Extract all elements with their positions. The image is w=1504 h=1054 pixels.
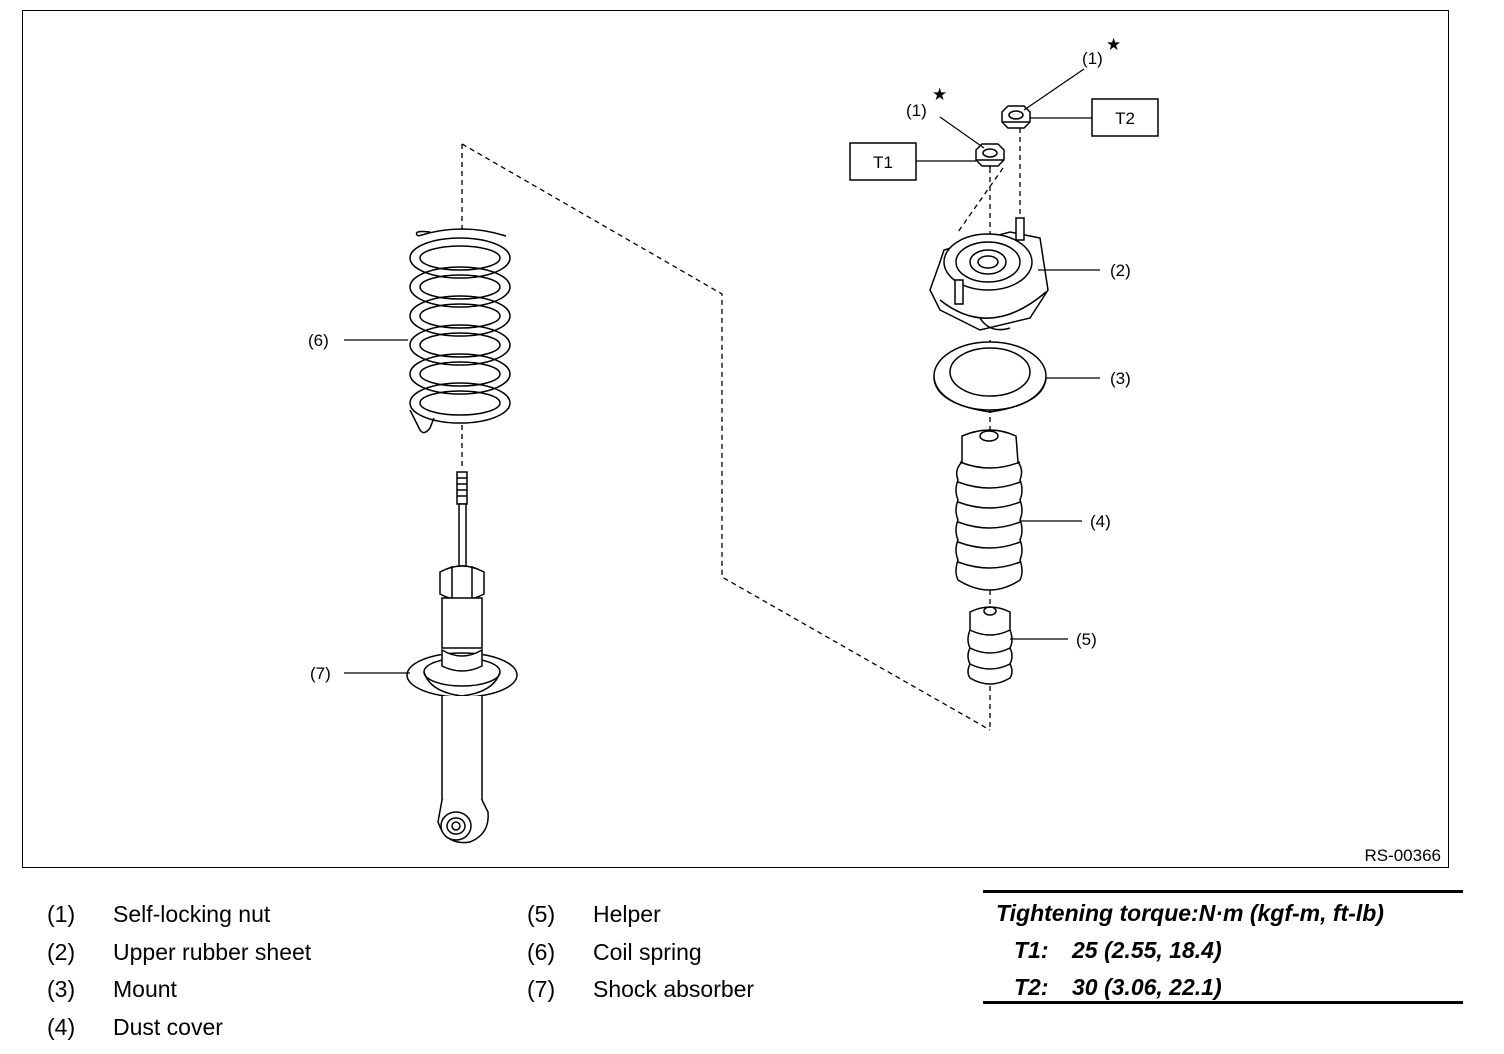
legend-number: (3) [47, 976, 76, 1002]
legend-number: (1) [47, 901, 76, 927]
helper [967, 606, 1013, 685]
callout-5: (5) [1076, 630, 1097, 649]
torque-row: T2: 30 (3.06, 22.1) [1014, 974, 1222, 1001]
legend-item: (6) Coil spring [527, 934, 754, 972]
legend-label: Dust cover [113, 1013, 223, 1040]
torque-table-title: Tightening torque:N·m (kgf-m, ft-lb) [996, 900, 1384, 926]
exploded-view-diagram: (1) (1) (2) (3) (4) (5) (6) (7) ★ ★ T1 T… [308, 35, 1441, 865]
callout-1-right: (1) [1082, 49, 1103, 68]
mount [933, 341, 1047, 413]
legend-item: (3) Mount [47, 971, 311, 1009]
legend-number: (5) [527, 901, 556, 927]
figure-reference-code: RS-00366 [1364, 846, 1441, 865]
torque-box-t1 [849, 142, 917, 181]
torque-row: T1: 25 (2.55, 18.4) [1014, 937, 1222, 964]
legend-item: (1) Self-locking nut [47, 896, 311, 934]
legend-item: (7) Shock absorber [527, 971, 754, 1009]
legend-right-column: (5) Helper (6) Coil spring (7) Shock abs… [527, 896, 754, 1009]
self-locking-nut-t1 [975, 143, 1005, 168]
legend-label: Self-locking nut [113, 901, 271, 927]
callout-4: (4) [1090, 512, 1111, 531]
star-icon-left: ★ [932, 85, 947, 104]
assembly-guide-lines [461, 128, 1021, 731]
diagram-frame [22, 10, 1449, 868]
legend-number: (6) [527, 938, 556, 965]
legend-label: Coil spring [593, 938, 702, 965]
callout-1-left: (1) [906, 101, 927, 120]
torque-label: T2: [1014, 974, 1049, 1000]
legend-label: Helper [593, 901, 661, 927]
torque-box-t1-label: T1 [873, 153, 893, 172]
callout-3: (3) [1110, 369, 1131, 388]
torque-box-t2-label: T2 [1115, 109, 1135, 128]
star-icon-right: ★ [1106, 35, 1121, 54]
legend-item: (2) Upper rubber sheet [47, 934, 311, 972]
legend-number: (7) [527, 976, 556, 1002]
coil-spring [409, 228, 511, 434]
legend-left-column: (1) Self-locking nut (2) Upper rubber sh… [47, 896, 311, 1046]
callout-6: (6) [308, 331, 329, 350]
torque-box-t2 [1091, 98, 1159, 137]
shock-absorber [406, 471, 518, 844]
callout-2: (2) [1110, 261, 1131, 280]
self-locking-nut-t2 [1001, 105, 1031, 129]
legend-item: (4) Dust cover [47, 1009, 311, 1047]
legend-label: Shock absorber [593, 976, 755, 1002]
callout-7: (7) [310, 664, 331, 683]
legend-number: (2) [47, 938, 76, 965]
torque-value: 30 (3.06, 22.1) [1072, 974, 1222, 1000]
legend-label: Upper rubber sheet [113, 938, 312, 965]
legend-item: (5) Helper [527, 896, 754, 934]
legend-label: Mount [113, 976, 177, 1002]
torque-value: 25 (2.55, 18.4) [1072, 937, 1222, 963]
upper-rubber-sheet [929, 217, 1049, 331]
legend-number: (4) [47, 1013, 76, 1040]
torque-label: T1: [1014, 937, 1049, 963]
dust-cover [955, 429, 1023, 591]
tightening-torque-table: Tightening torque:N·m (kgf-m, ft-lb) T1:… [983, 890, 1463, 1004]
leader-lines [344, 68, 1100, 674]
